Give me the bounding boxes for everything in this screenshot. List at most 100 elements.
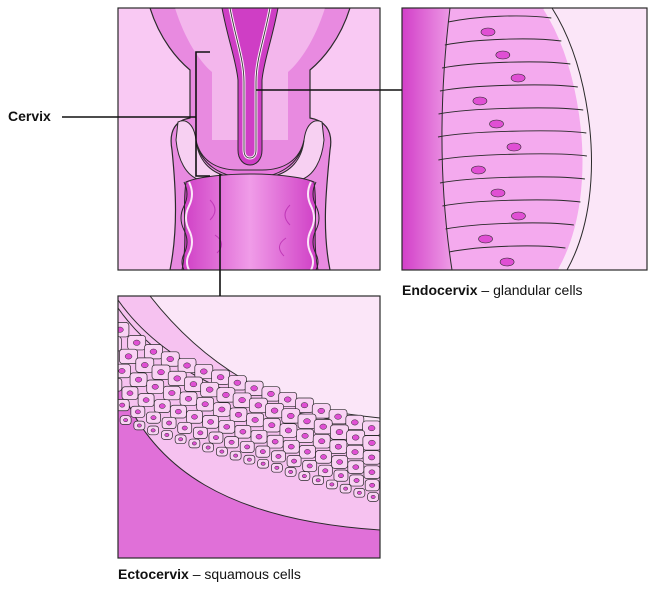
cell-nucleus: [206, 446, 210, 449]
cell-nucleus: [111, 382, 117, 387]
cell-nucleus: [481, 28, 495, 36]
cell-nucleus: [271, 408, 278, 413]
cell-nucleus: [220, 450, 224, 453]
cell-nucleus: [255, 403, 262, 408]
squamous-cell: [97, 352, 114, 366]
cell-nucleus: [165, 433, 169, 436]
cell-nucleus: [511, 74, 525, 82]
cell-nucleus: [135, 410, 140, 414]
cell-nucleus: [127, 391, 133, 396]
cell-nucleus: [302, 474, 306, 477]
cell-nucleus: [184, 363, 191, 368]
cell-nucleus: [143, 398, 149, 403]
cell-nucleus: [352, 450, 358, 455]
cell-nucleus: [268, 391, 275, 396]
cell-nucleus: [318, 408, 325, 413]
ectocervix-label: Ectocervix – squamous cells: [118, 566, 301, 582]
cell-nucleus: [217, 375, 224, 380]
cell-nucleus: [368, 425, 375, 430]
cell-nucleus: [124, 418, 128, 421]
cell-nucleus: [338, 474, 343, 478]
cell-nucleus: [284, 397, 291, 402]
cell-nucleus: [323, 469, 328, 473]
cell-nucleus: [302, 433, 308, 438]
cell-nucleus: [247, 458, 251, 461]
cell-nucleus: [96, 405, 100, 408]
cell-nucleus: [202, 402, 208, 407]
cell-nucleus: [368, 440, 375, 445]
cell-nucleus: [354, 478, 359, 482]
squamous-cell: [106, 409, 117, 418]
cell-nucleus: [368, 455, 374, 460]
cell-nucleus: [213, 435, 218, 439]
cell-nucleus: [198, 431, 203, 435]
cell-nucleus: [261, 462, 265, 465]
cell-nucleus: [179, 438, 183, 441]
ectocervix-separator: –: [189, 566, 205, 582]
cell-nucleus: [321, 454, 327, 459]
cell-nucleus: [500, 258, 514, 266]
endocervix-separator: –: [477, 282, 493, 298]
cell-nucleus: [185, 396, 191, 401]
cell-nucleus: [200, 369, 207, 374]
cell-nucleus: [102, 356, 108, 361]
cell-nucleus: [285, 428, 291, 433]
cell-nucleus: [511, 212, 525, 220]
cell-nucleus: [479, 235, 493, 243]
cell-nucleus: [175, 409, 181, 414]
cell-nucleus: [239, 397, 246, 402]
squamous-cell: [100, 391, 114, 402]
cell-nucleus: [318, 439, 324, 444]
cell-nucleus: [471, 166, 485, 174]
cell-nucleus: [158, 369, 165, 374]
cell-nucleus: [291, 459, 296, 463]
squamous-cell: [84, 379, 98, 390]
cell-nucleus: [150, 349, 157, 354]
cell-nucleus: [133, 340, 140, 345]
cell-nucleus: [269, 423, 275, 428]
cell-nucleus: [473, 97, 487, 105]
ectocervix-description: squamous cells: [204, 566, 301, 582]
cell-nucleus: [206, 387, 213, 392]
cell-nucleus: [256, 434, 262, 439]
cell-nucleus: [369, 470, 375, 475]
squamous-cell: [93, 402, 104, 411]
vagina: [182, 174, 318, 270]
cell-nucleus: [316, 479, 320, 482]
cell-nucleus: [151, 416, 156, 420]
ectocervix-term: Ectocervix: [118, 566, 189, 582]
cell-nucleus: [191, 414, 197, 419]
cell-nucleus: [252, 417, 258, 422]
cell-nucleus: [370, 483, 375, 487]
cell-nucleus: [234, 454, 238, 457]
cell-nucleus: [496, 51, 510, 59]
cell-nucleus: [137, 424, 141, 427]
cell-nucleus: [352, 435, 359, 440]
cell-nucleus: [330, 483, 334, 486]
cell-nucleus: [222, 392, 229, 397]
squamous-cell: [106, 378, 122, 391]
cell-nucleus: [320, 424, 327, 429]
cell-nucleus: [335, 414, 342, 419]
cell-nucleus: [490, 120, 504, 128]
cell-nucleus: [88, 383, 93, 387]
cell-nucleus: [119, 368, 125, 373]
cell-nucleus: [301, 402, 308, 407]
cell-nucleus: [152, 384, 158, 389]
cell-nucleus: [335, 444, 341, 449]
cell-nucleus: [289, 470, 293, 473]
squamous-cell: [103, 337, 121, 351]
cell-nucleus: [371, 495, 375, 498]
endocervix-label: Endocervix – glandular cells: [402, 282, 583, 298]
endocervix-description: glandular cells: [493, 282, 583, 298]
cell-nucleus: [245, 445, 250, 449]
cell-nucleus: [276, 454, 281, 458]
cell-nucleus: [304, 419, 311, 424]
cell-nucleus: [351, 420, 358, 425]
squamous-cell: [79, 391, 90, 400]
ectocervix-panel: [79, 296, 381, 558]
cell-nucleus: [234, 380, 241, 385]
cell-nucleus: [251, 386, 258, 391]
cell-nucleus: [159, 404, 165, 409]
